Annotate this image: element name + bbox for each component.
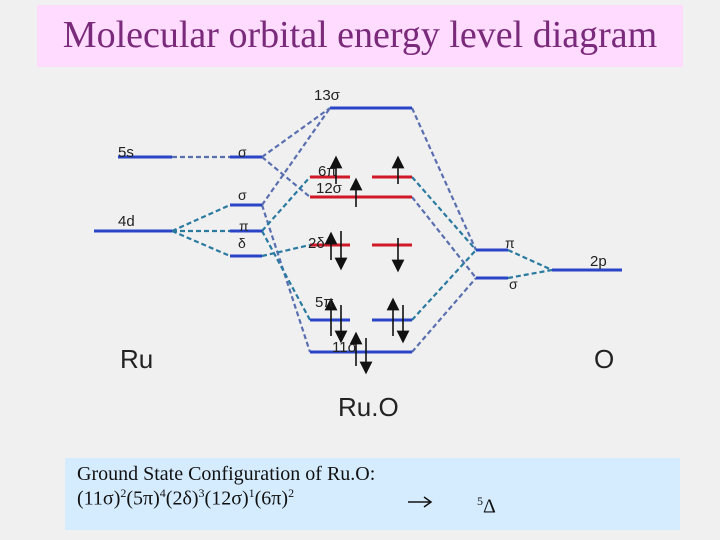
config-exp: 3 xyxy=(198,486,205,500)
connector-11sigma-sigma xyxy=(411,277,477,353)
configuration-line: (11σ)2(5π)4(2δ)3(12σ)1(6π)2 xyxy=(77,486,375,511)
config-term: (5π) xyxy=(126,487,160,510)
config-exp: 2 xyxy=(120,486,127,500)
connector-12sigma-sigma xyxy=(411,196,477,279)
label-sigma-right: σ xyxy=(509,276,518,292)
label-5s: 5s xyxy=(118,144,134,161)
connector-sigma-13sigma xyxy=(261,107,331,158)
label-2p: 2p xyxy=(590,253,607,270)
config-exp: 2 xyxy=(288,486,295,500)
levels xyxy=(94,106,622,354)
config-term: (11σ) xyxy=(77,487,121,510)
term-letter: Δ xyxy=(483,495,496,518)
footer-panel: Ground State Configuration of Ru.O: (11σ… xyxy=(65,458,680,530)
connector-pi-6pi xyxy=(261,176,311,232)
term-symbol: 5Δ xyxy=(477,494,496,519)
title-banner: Molecular orbital energy level diagram xyxy=(37,5,683,67)
connector-5pi-pi xyxy=(411,249,477,321)
electrons xyxy=(324,155,410,375)
connector-sigmamid-11sigma xyxy=(260,204,312,353)
label-delta-left: δ xyxy=(238,235,246,251)
connector-sigma-12sigma xyxy=(261,156,311,198)
footer-heading: Ground State Configuration of Ru.O: xyxy=(77,463,376,485)
connector-13sigma-sigma xyxy=(410,107,478,251)
label-5pi: 5π xyxy=(315,294,334,311)
connector-4d-sigma xyxy=(171,203,231,233)
connector-6pi-pi xyxy=(411,176,477,251)
page-title: Molecular orbital energy level diagram xyxy=(62,14,658,56)
label-4d: 4d xyxy=(118,213,135,230)
config-exp: 1 xyxy=(248,486,255,500)
term-multiplicity: 5 xyxy=(477,494,483,508)
label-11sigma: 11σ xyxy=(332,339,357,356)
connector-4d-delta xyxy=(171,229,231,258)
config-term: (2δ) xyxy=(165,487,199,510)
label-sigma-mid: σ xyxy=(238,187,247,203)
connectors-o xyxy=(410,107,553,353)
footer-text: Ground State Configuration of Ru.O: (11σ… xyxy=(77,462,375,511)
label-2delta: 2δ xyxy=(308,235,325,252)
connector-delta-2delta xyxy=(261,243,311,258)
label-o: O xyxy=(594,344,615,374)
label-pi-left: π xyxy=(239,218,249,234)
label-6pi: 6π xyxy=(318,163,337,180)
config-exp: 4 xyxy=(159,486,166,500)
label-pi-right: π xyxy=(505,235,515,251)
right-arrow-icon xyxy=(408,496,433,508)
connectors-ru xyxy=(171,107,331,353)
connector-sigmamid-13sigma xyxy=(261,107,331,206)
label-13sigma: 13σ xyxy=(314,87,340,104)
config-term: (6π) xyxy=(254,487,289,510)
connector-pi-5pi xyxy=(261,230,311,321)
config-term: (12σ) xyxy=(204,487,249,510)
label-ru: Ru xyxy=(120,344,154,374)
label-12sigma: 12σ xyxy=(316,180,342,197)
label-sigma-upper: σ xyxy=(238,144,247,160)
connector-pi-2p xyxy=(507,248,553,272)
label-ruo: Ru.O xyxy=(338,392,399,422)
